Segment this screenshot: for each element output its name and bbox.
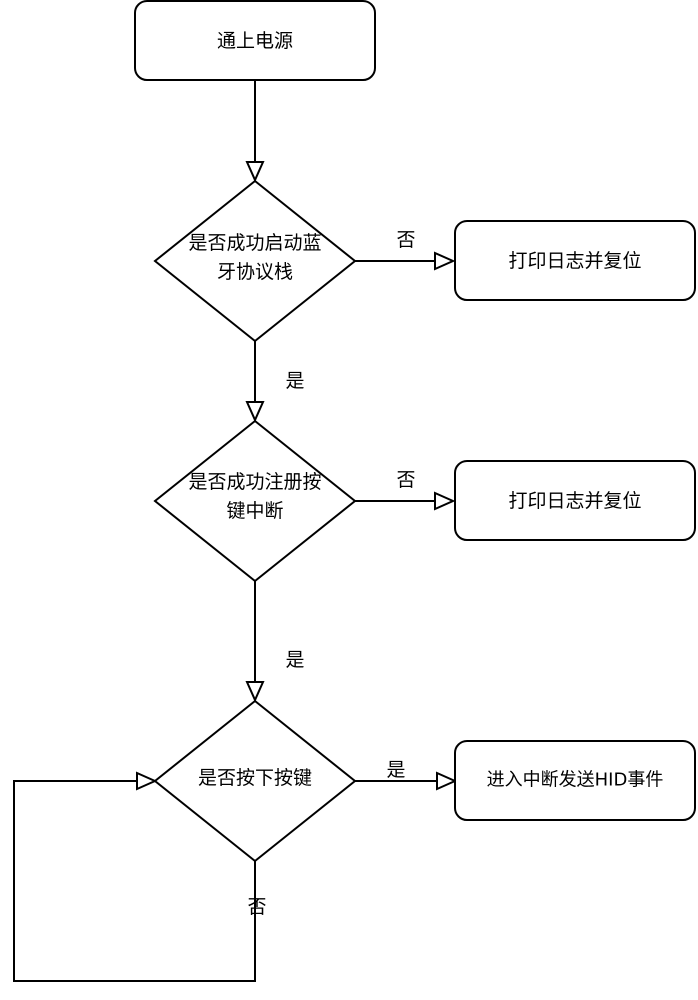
arrowhead-down [245,681,265,703]
node-log-reset-2: 打印日志并复位 [454,460,696,541]
node-check-bt-stack: 是否成功启动蓝 牙协议栈 [153,179,357,343]
edge-bt-check-yes [245,341,265,423]
node-send-hid-event: 进入中断发送HID事件 [454,740,696,821]
node-check-key-pressed-label: 是否按下按键 [198,767,312,789]
edge-press-yes [355,771,458,791]
arrowhead-right [434,491,456,511]
edge-key-check-no [355,491,456,511]
arrowhead-right [434,251,456,271]
arrowhead-down [245,161,265,183]
edge-label-bt-no: 否 [396,229,415,251]
arrowhead-right [436,771,458,791]
edge-label-press-no: 否 [247,896,266,918]
edge-label-key-yes: 是 [285,649,304,671]
edge-power-to-bt-check [245,80,265,183]
edge-label-key-no: 否 [396,469,415,491]
arrowhead-down [245,401,265,423]
node-check-key-interrupt-label-line2: 键中断 [226,500,283,522]
node-log-reset-1: 打印日志并复位 [454,220,696,301]
arrowhead-right [136,771,158,791]
edge-label-bt-yes: 是 [285,370,304,392]
edge-label-press-yes: 是 [386,759,405,781]
node-send-hid-event-label: 进入中断发送HID事件 [487,770,664,791]
node-log-reset-2-label: 打印日志并复位 [508,490,641,512]
edge-press-no-loop [13,771,256,982]
node-check-key-interrupt-label-line1: 是否成功注册按 [188,471,321,493]
edge-key-check-yes [245,581,265,703]
node-power-on-label: 通上电源 [217,30,293,52]
node-check-bt-stack-label-line1: 是否成功启动蓝 [188,232,321,254]
node-power-on: 通上电源 [134,0,376,81]
node-check-bt-stack-label-line2: 牙协议栈 [217,261,293,283]
node-check-key-interrupt: 是否成功注册按 键中断 [153,419,357,583]
edge-bt-check-no [355,251,456,271]
node-log-reset-1-label: 打印日志并复位 [508,250,641,272]
node-check-key-pressed: 是否按下按键 [153,699,357,863]
